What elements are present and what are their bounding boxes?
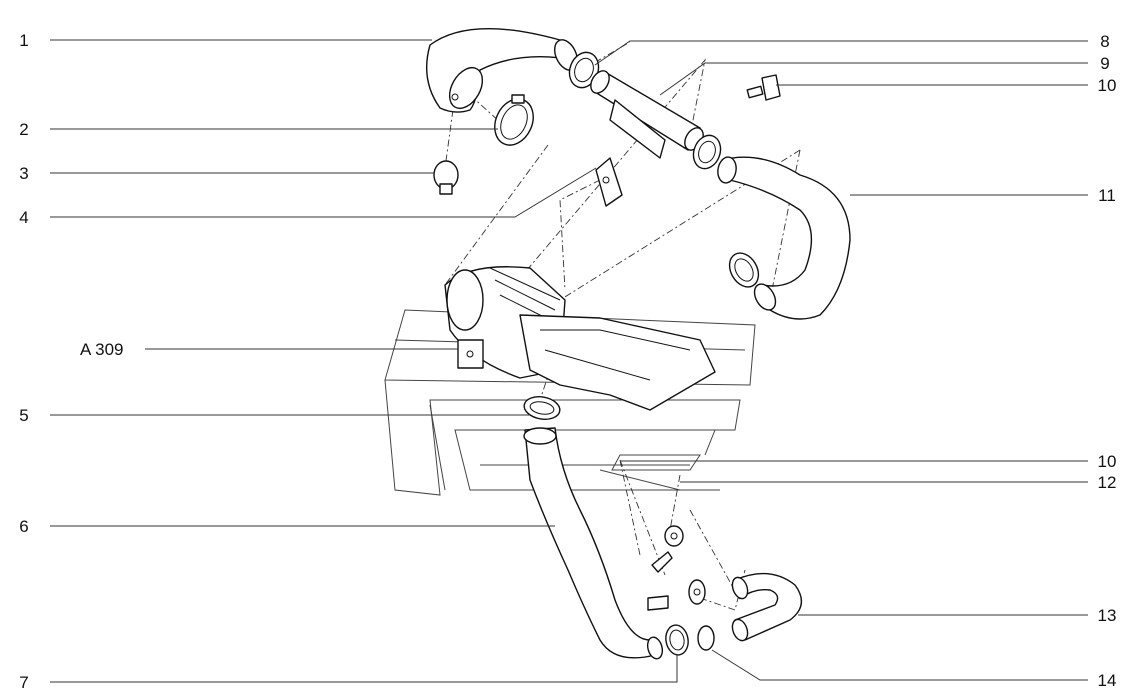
part-13-small-hose [731, 572, 803, 642]
callouts-left: 1 2 3 4 A 309 5 6 7 [19, 31, 123, 692]
callout-label: 14 [1098, 671, 1117, 690]
callout-label: 13 [1098, 606, 1117, 625]
callout-label: 5 [19, 406, 28, 425]
part-7-clamp [665, 624, 689, 656]
callout-label: A 309 [80, 340, 124, 359]
callout-label: 10 [1098, 452, 1117, 471]
callout-label: 8 [1100, 32, 1109, 51]
callout-label: 7 [19, 673, 28, 692]
part-2-clamp [494, 94, 534, 146]
lower-fasteners [647, 525, 706, 611]
callout-label: 1 [19, 31, 28, 50]
part-14-o-ring [697, 625, 715, 651]
callout-label: 6 [19, 517, 28, 536]
part-5-clamp [523, 396, 561, 420]
callout-label: 2 [19, 120, 28, 139]
part-11-right-hose [717, 156, 851, 320]
part-6-long-hose [523, 427, 664, 660]
part-9-pipe [590, 70, 704, 159]
part-10-bolt-upper [746, 74, 781, 101]
callout-label: 9 [1100, 54, 1109, 73]
callout-label: 4 [19, 208, 28, 227]
callout-label: 3 [19, 164, 28, 183]
callout-label: 10 [1098, 76, 1117, 95]
part-8-clamp [568, 51, 600, 89]
hose-clamp-upper [692, 134, 722, 170]
part-1-upper-hose [425, 28, 579, 113]
callout-label: 11 [1098, 186, 1116, 205]
callout-label: 12 [1098, 473, 1117, 492]
callouts-right: 8 9 10 11 10 12 13 14 [1098, 32, 1117, 690]
hose-clamp-middle [728, 252, 760, 288]
part-4-plate [595, 157, 623, 207]
leader-lines [50, 39, 1088, 683]
part-3-indicator [433, 160, 459, 195]
air-filter-assembly [444, 266, 716, 411]
